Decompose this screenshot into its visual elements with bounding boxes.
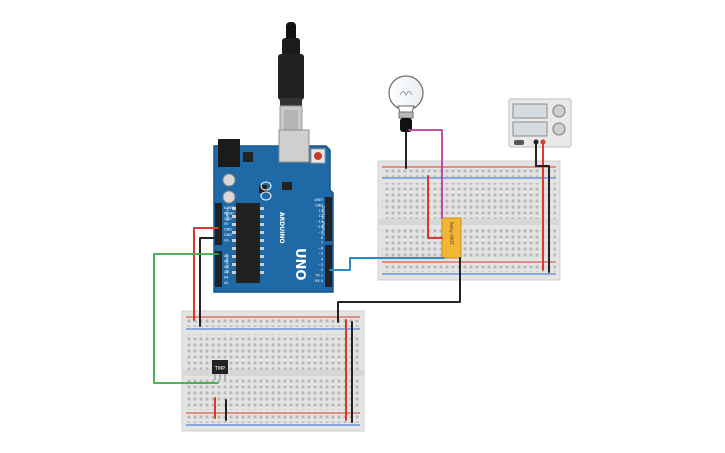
relay-module[interactable]: Relay SPDT [441, 217, 462, 259]
digital-section-label: DIGITAL (PWM~) [321, 206, 325, 236]
power-switch[interactable] [514, 140, 524, 145]
board-logo-text: UNO [292, 248, 307, 281]
wire-a0-green[interactable] [153, 253, 219, 384]
power-pin-label: GND [224, 233, 232, 237]
power-pin-label: 3.3V [224, 217, 232, 221]
usb-cable[interactable] [278, 22, 304, 135]
breadboard-right[interactable] [377, 160, 561, 281]
digital-pin-label: TX 1 [314, 274, 323, 278]
voltage-display [512, 103, 548, 119]
arduino-board[interactable]: UNO ARDUINO DIGITAL (PWM~) POWER ANALOG … [213, 129, 334, 293]
breadboard-bottom[interactable] [181, 310, 365, 432]
analog-pin-label: A1 [224, 259, 228, 263]
current-display [512, 121, 548, 137]
power-section-label: POWER [225, 208, 229, 222]
analog-pin-label: A2 [224, 265, 228, 269]
digital-pin-label: 2 [321, 268, 323, 272]
power-header[interactable] [215, 203, 222, 245]
sensor-label: TMP [214, 366, 225, 372]
wire-gnd-black[interactable] [199, 237, 219, 327]
relay-label: Relay SPDT [449, 222, 454, 245]
digital-pin-label: ~9 [318, 230, 323, 234]
digital-pin-label: ~11 [316, 220, 323, 224]
arduino-infinity-icon [260, 181, 272, 201]
digital-pin-label: 7 [321, 241, 323, 245]
digital-pin-label: 12 [319, 214, 323, 218]
digital-pin-label: 4 [321, 257, 323, 261]
usb-port[interactable] [278, 129, 310, 163]
temperature-sensor[interactable]: TMP [212, 360, 228, 380]
power-pin-label: RESET [224, 211, 236, 215]
light-bulb[interactable] [388, 75, 424, 132]
analog-header[interactable] [215, 251, 222, 287]
wire-bulb-magenta[interactable] [408, 129, 443, 219]
digital-header-high[interactable] [325, 197, 332, 241]
power-jack[interactable] [218, 139, 240, 167]
power-pin-label: GND [224, 228, 232, 232]
board-brand-text: ARDUINO [278, 212, 285, 243]
analog-pin-label: A5 [224, 281, 228, 285]
wire-5v-red[interactable] [193, 227, 219, 321]
wire-signal-blue[interactable] [329, 257, 445, 271]
analog-pin-label: A4 [224, 276, 228, 280]
wire-psu-black[interactable] [535, 141, 550, 273]
digital-pin-label: ~6 [318, 247, 323, 251]
digital-pin-label: RX 0 [315, 279, 323, 283]
power-supply[interactable] [508, 98, 572, 148]
analog-section-label: ANALOG IN [225, 254, 229, 274]
analog-pin-label: A0 [224, 254, 228, 258]
wire-relay-gnd[interactable] [337, 257, 461, 323]
current-knob[interactable] [552, 122, 566, 136]
power-pin-label: 5V [224, 222, 229, 226]
digital-pin-label: 8 [321, 236, 323, 240]
atmega-chip [236, 203, 260, 283]
digital-pin-label: ~3 [318, 263, 323, 267]
wire-relay-red[interactable] [427, 175, 443, 239]
digital-header-low[interactable] [325, 245, 332, 287]
digital-pin-label: ~5 [318, 252, 323, 256]
digital-pin-label: 13 [319, 209, 323, 213]
voltage-knob[interactable] [552, 104, 566, 118]
digital-pin-label: ~10 [316, 225, 323, 229]
power-pin-label: Vin [224, 238, 229, 242]
digital-pin-label: GND [315, 203, 323, 207]
analog-pin-label: A3 [224, 270, 228, 274]
power-pin-label: IOREF [224, 206, 234, 210]
digital-pin-label: AREF [314, 198, 323, 202]
